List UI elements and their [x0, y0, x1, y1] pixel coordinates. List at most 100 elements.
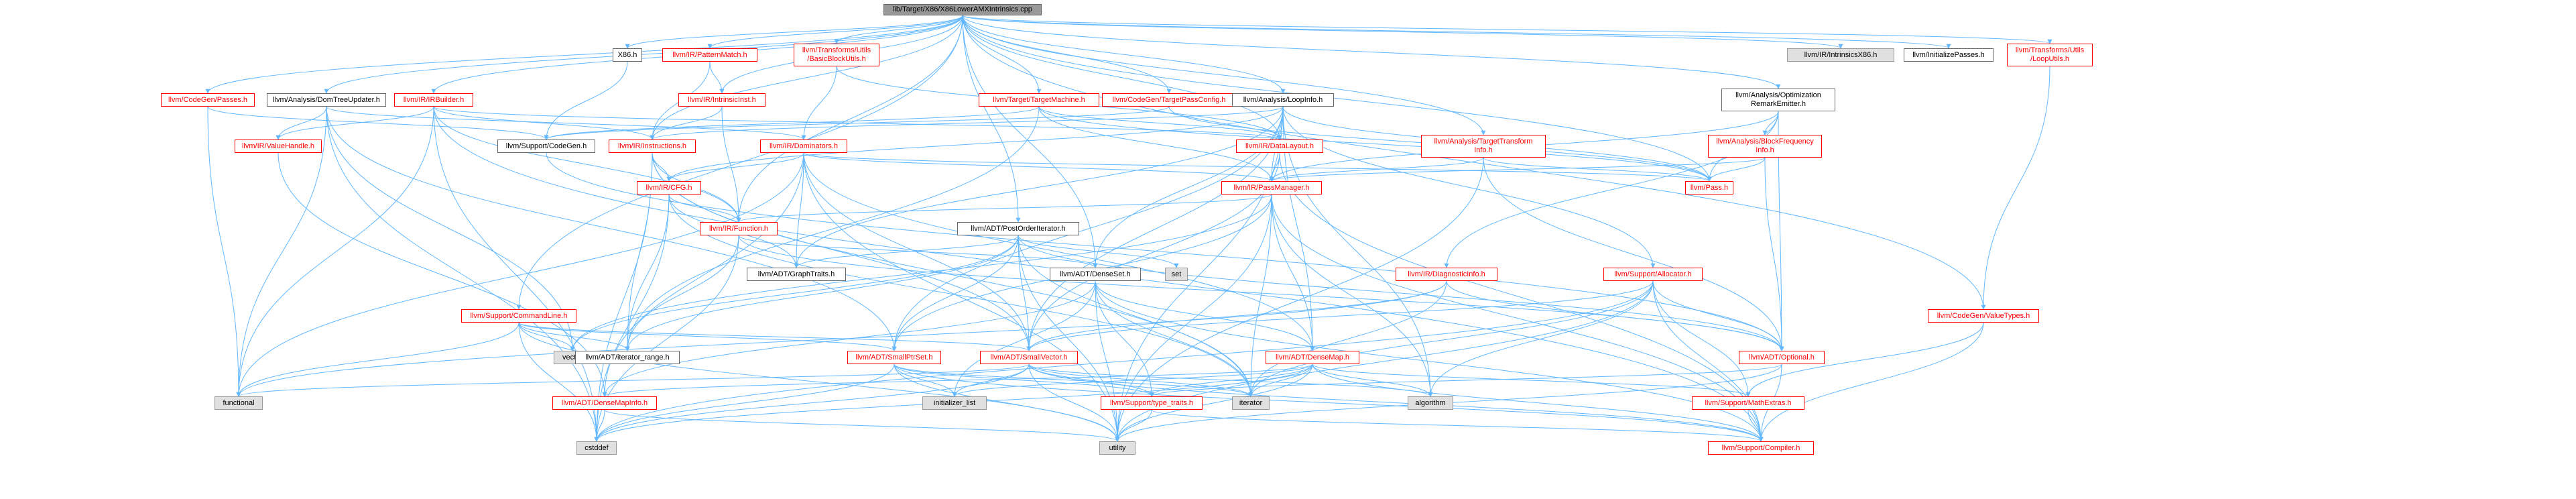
node-adt-denseset[interactable]: llvm/ADT/DenseSet.h — [1050, 268, 1141, 281]
node-analysis-targettransforminfo[interactable]: llvm/Analysis/TargetTransform Info.h — [1421, 135, 1546, 158]
node-support-compiler[interactable]: llvm/Support/Compiler.h — [1708, 441, 1814, 455]
node-transforms-looputils[interactable]: llvm/Transforms/Utils /LoopUtils.h — [2007, 44, 2093, 66]
node-support-mathextras[interactable]: llvm/Support/MathExtras.h — [1692, 396, 1804, 410]
node-adt-smallptrset[interactable]: llvm/ADT/SmallPtrSet.h — [847, 351, 941, 364]
edge-domtreeupdater-to-dominators — [326, 106, 806, 140]
node-analysis-optimizationremarkemitter[interactable]: llvm/Analysis/Optimization RemarkEmitter… — [1721, 89, 1835, 111]
edge-blockfrequencyinfo-to-optional — [1764, 157, 1784, 351]
edge-domtreeupdater-to-valuehandle — [275, 106, 327, 140]
edge-instructions-to-smallvector — [652, 152, 1032, 351]
node-ir-cfg[interactable]: llvm/IR/CFG.h — [637, 181, 701, 195]
node-adt-graphtraits[interactable]: llvm/ADT/GraphTraits.h — [747, 268, 846, 281]
edge-root-to-instructions — [650, 15, 963, 140]
edge-cfg-to-function — [668, 194, 741, 223]
node-ir-datalayout[interactable]: llvm/IR/DataLayout.h — [1236, 140, 1323, 153]
edge-root-to-codegenvaluetypes — [962, 15, 1986, 310]
node-ir-irbuilder[interactable]: llvm/IR/IRBuilder.h — [394, 93, 473, 107]
edge-densemap-to-typetraits — [1149, 364, 1313, 397]
node-ir-passmanager[interactable]: llvm/IR/PassManager.h — [1221, 181, 1322, 195]
edge-irbuilder-to-instructions — [433, 106, 655, 140]
edge-passmanager-to-vector — [570, 194, 1272, 351]
edge-postorderiterator-to-smallptrset — [892, 235, 1019, 351]
node-adt-iterator-range[interactable]: llvm/ADT/iterator_range.h — [575, 351, 680, 364]
edge-allocator-to-utility — [1115, 280, 1654, 442]
edge-irbuilder-to-functional — [236, 106, 434, 397]
node-support-allocator[interactable]: llvm/Support/Allocator.h — [1603, 268, 1703, 281]
node-cstddef[interactable]: cstddef — [576, 441, 617, 455]
edge-codegenpasses-to-supportcodegen — [207, 106, 549, 140]
node-adt-postorderiterator[interactable]: llvm/ADT/PostOrderIterator.h — [957, 222, 1079, 235]
edge-codegenvaluetypes-to-mathextras — [1745, 322, 1984, 397]
edge-blockfrequencyinfo-to-pass — [1707, 157, 1766, 182]
edge-domtreeupdater-to-functional — [236, 106, 327, 397]
node-pass[interactable]: llvm/Pass.h — [1685, 181, 1733, 195]
edge-x86h-to-supportcodegen — [544, 61, 628, 140]
edge-diagnosticinfo-to-optional — [1446, 280, 1784, 351]
edge-commandline-to-smallvector — [518, 322, 1032, 351]
edge-targetmachine-to-iteratorrange — [625, 106, 1040, 351]
node-x86loweramxintrinsics-cpp[interactable]: lib/Target/X86/X86LowerAMXIntrinsics.cpp — [883, 4, 1042, 15]
node-set[interactable]: set — [1165, 268, 1188, 281]
node-target-targetmachine[interactable]: llvm/Target/TargetMachine.h — [979, 93, 1099, 107]
node-transforms-basicblockutils[interactable]: llvm/Transforms/Utils /BasicBlockUtils.h — [794, 44, 879, 66]
node-codegen-targetpassconfig[interactable]: llvm/CodeGen/TargetPassConfig.h — [1102, 93, 1236, 107]
node-adt-optional[interactable]: llvm/ADT/Optional.h — [1739, 351, 1825, 364]
edge-passmanager-to-compiler — [1271, 194, 1764, 442]
node-adt-densemap[interactable]: llvm/ADT/DenseMap.h — [1266, 351, 1359, 364]
edge-domtreeupdater-to-cstddef — [326, 106, 599, 442]
node-ir-function[interactable]: llvm/IR/Function.h — [700, 222, 778, 235]
edge-smallvector-to-utility — [1028, 364, 1120, 442]
node-initializepasses[interactable]: llvm/InitializePasses.h — [1904, 48, 1994, 62]
edge-postorderiterator-to-optional — [1018, 235, 1784, 351]
edge-targetpassconfig-to-supportcodegen — [544, 106, 1170, 140]
node-initializer-list[interactable]: initializer_list — [922, 396, 987, 410]
edge-root-to-codegenpasses — [205, 15, 963, 94]
edge-densesetn-to-densemap — [1095, 280, 1315, 351]
edge-allocator-to-algorithm — [1428, 280, 1654, 397]
edge-smallptrset-to-utility — [894, 364, 1120, 442]
edge-root-to-function — [736, 15, 963, 223]
edge-allocator-to-optional — [1652, 280, 1784, 351]
node-ir-patternmatch[interactable]: llvm/IR/PatternMatch.h — [662, 48, 757, 62]
edge-postorderiterator-to-smallvector — [1018, 235, 1032, 351]
node-algorithm[interactable]: algorithm — [1408, 396, 1453, 410]
edge-commandline-to-vector — [518, 322, 575, 351]
node-codegen-passes[interactable]: llvm/CodeGen/Passes.h — [161, 93, 255, 107]
node-functional[interactable]: functional — [214, 396, 263, 410]
node-ir-valuehandle[interactable]: llvm/IR/ValueHandle.h — [235, 140, 322, 153]
edge-smallptrset-to-cstddef — [594, 364, 895, 442]
node-support-type-traits[interactable]: llvm/Support/type_traits.h — [1101, 396, 1203, 410]
node-ir-intrinsicsx86[interactable]: llvm/IR/IntrinsicsX86.h — [1787, 48, 1894, 62]
edge-postorderiterator-to-utility — [1018, 235, 1120, 442]
edge-function-to-densesetn — [738, 235, 1098, 268]
node-utility[interactable]: utility — [1099, 441, 1136, 455]
node-x86-h[interactable]: X86.h — [613, 48, 642, 62]
node-adt-smallvector[interactable]: llvm/ADT/SmallVector.h — [980, 351, 1078, 364]
node-analysis-blockfrequencyinfo[interactable]: llvm/Analysis/BlockFrequency Info.h — [1708, 135, 1822, 158]
edge-densemap-to-utility — [1115, 364, 1313, 442]
edge-dominators-to-cfg — [666, 152, 804, 182]
node-analysis-loopinfo[interactable]: llvm/Analysis/LoopInfo.h — [1232, 93, 1334, 107]
node-ir-dominators[interactable]: llvm/IR/Dominators.h — [760, 140, 847, 153]
edge-smallptrset-to-initializerlist — [894, 364, 957, 397]
edge-smallvector-to-compiler — [1028, 364, 1764, 442]
edge-passmanager-to-utility — [1115, 194, 1272, 442]
node-support-codegen[interactable]: llvm/Support/CodeGen.h — [497, 140, 595, 153]
edge-typetraits-to-utility — [1115, 409, 1152, 442]
node-analysis-domtreeupdater[interactable]: llvm/Analysis/DomTreeUpdater.h — [267, 93, 386, 107]
node-iterator[interactable]: iterator — [1232, 396, 1270, 410]
edge-densemapinfo-to-utility — [604, 409, 1120, 442]
node-adt-densemapinfo[interactable]: llvm/ADT/DenseMapInfo.h — [552, 396, 657, 410]
node-ir-diagnosticinfo[interactable]: llvm/IR/DiagnosticInfo.h — [1396, 268, 1497, 281]
edge-dominators-to-functional — [236, 152, 804, 397]
edge-root-to-x86h — [625, 15, 963, 49]
node-ir-intrinsicinst[interactable]: llvm/IR/IntrinsicInst.h — [678, 93, 765, 107]
edge-optional-to-typetraits — [1149, 364, 1782, 397]
node-ir-instructions[interactable]: llvm/IR/Instructions.h — [609, 140, 696, 153]
node-codegen-valuetypes[interactable]: llvm/CodeGen/ValueTypes.h — [1928, 309, 2039, 323]
node-support-commandline[interactable]: llvm/Support/CommandLine.h — [461, 309, 576, 323]
edge-root-to-initpasses — [962, 15, 1951, 49]
edge-targettransforminfo-to-optional — [1483, 157, 1784, 351]
edge-densemap-to-mathextras — [1312, 364, 1751, 397]
edge-intrinsicinst-to-function — [721, 106, 741, 223]
